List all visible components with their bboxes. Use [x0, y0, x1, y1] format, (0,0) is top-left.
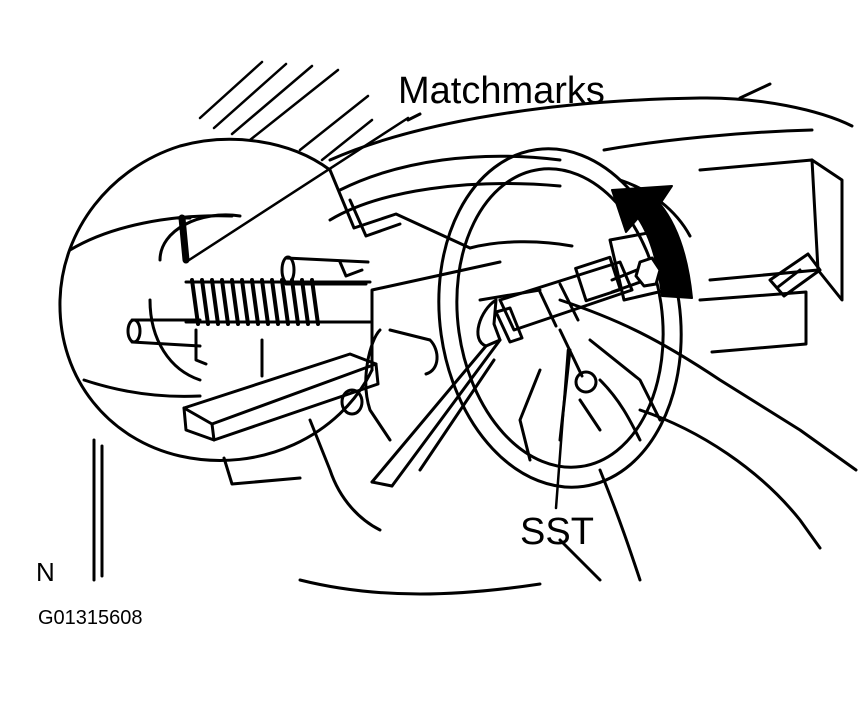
orientation-marker: N: [36, 557, 55, 587]
sst-callout: SST: [520, 511, 594, 553]
console-lines: [92, 328, 439, 582]
matchmarks-leader: [184, 116, 410, 264]
steering-wheel: [437, 147, 683, 489]
wrench: [370, 298, 502, 488]
leader-lines: [184, 116, 570, 510]
dashboard: [298, 82, 858, 596]
matchmarks-callout: Matchmarks: [398, 70, 605, 112]
rotation-arrow: [611, 185, 693, 299]
sst-leader: [554, 348, 570, 510]
figure-id: G01315608: [38, 607, 143, 629]
windshield-hatching: [198, 60, 374, 162]
sst-puller-tool: [494, 255, 662, 394]
